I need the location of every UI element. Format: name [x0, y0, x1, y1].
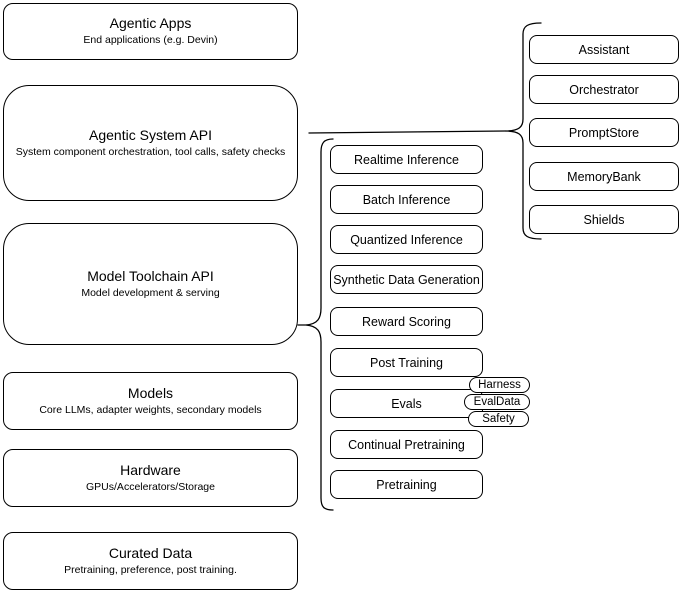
node-subtitle: Model development & serving — [81, 286, 220, 299]
node-title: Agentic Apps — [109, 15, 192, 32]
eval-tag-harness: Harness — [469, 377, 530, 393]
component-assistant: Assistant — [529, 35, 679, 64]
toolchain-item-reward-scoring: Reward Scoring — [330, 307, 483, 336]
toolchain-item-realtime-inference: Realtime Inference — [330, 145, 483, 174]
eval-tag-safety: Safety — [468, 411, 529, 427]
node-subtitle: Pretraining, preference, post training. — [64, 563, 237, 576]
node-curated-data: Curated Data Pretraining, preference, po… — [3, 532, 298, 590]
node-title: Agentic System API — [89, 126, 212, 143]
node-subtitle: End applications (e.g. Devin) — [83, 34, 218, 47]
node-subtitle: GPUs/Accelerators/Storage — [86, 480, 215, 493]
node-title: Models — [127, 384, 174, 401]
eval-tag-evaldata: EvalData — [464, 394, 530, 410]
component-memorybank: MemoryBank — [529, 162, 679, 191]
component-shields: Shields — [529, 205, 679, 234]
node-title: Hardware — [120, 461, 181, 478]
node-subtitle: Core LLMs, adapter weights, secondary mo… — [39, 403, 262, 416]
toolchain-item-quantized-inference: Quantized Inference — [330, 225, 483, 254]
toolchain-item-continual-pretraining: Continual Pretraining — [330, 430, 483, 459]
toolchain-item-batch-inference: Batch Inference — [330, 185, 483, 214]
node-title: Curated Data — [108, 544, 193, 561]
node-subtitle: System component orchestration, tool cal… — [15, 145, 286, 158]
component-orchestrator: Orchestrator — [529, 75, 679, 104]
toolchain-item-evals: Evals — [330, 389, 483, 418]
node-agentic-system-api: Agentic System API System component orch… — [3, 85, 298, 201]
node-model-toolchain-api: Model Toolchain API Model development & … — [3, 223, 298, 345]
api-to-components-connector — [308, 130, 506, 134]
toolchain-item-post-training: Post Training — [330, 348, 483, 377]
component-promptstore: PromptStore — [529, 118, 679, 147]
node-agentic-apps: Agentic Apps End applications (e.g. Devi… — [3, 3, 298, 60]
toolchain-brace — [305, 138, 334, 511]
node-title: Model Toolchain API — [87, 267, 214, 284]
node-hardware: Hardware GPUs/Accelerators/Storage — [3, 449, 298, 507]
node-models: Models Core LLMs, adapter weights, secon… — [3, 372, 298, 430]
toolchain-item-pretraining: Pretraining — [330, 470, 483, 499]
toolchain-item-synthetic-data-generation: Synthetic Data Generation — [330, 265, 483, 294]
